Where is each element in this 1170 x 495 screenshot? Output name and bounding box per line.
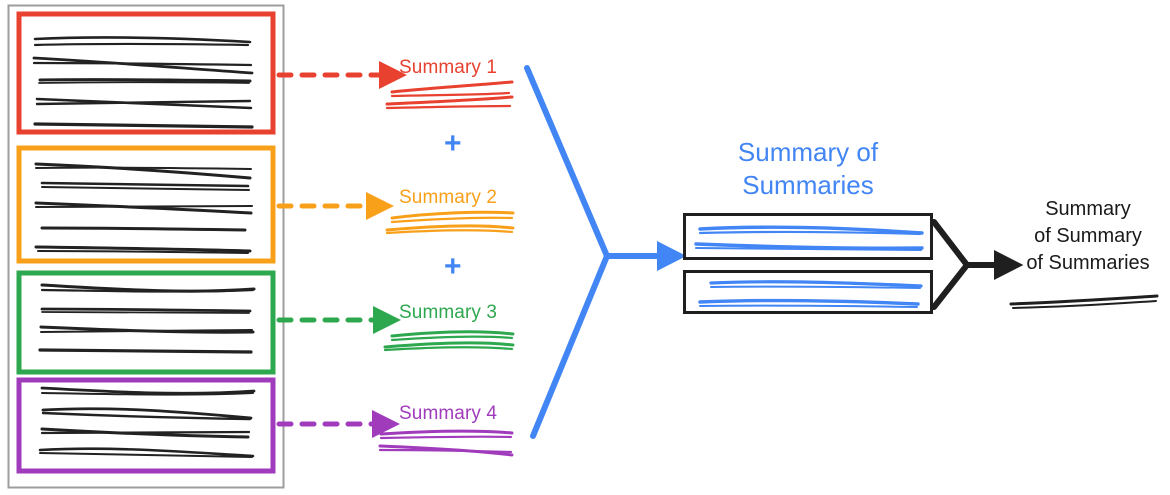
summary-3-label: Summary 3 [399, 302, 498, 323]
chunk-3-text-lines [38, 283, 256, 354]
summary-1-strokes [385, 80, 514, 110]
blue-merge-funnel[interactable] [524, 65, 687, 439]
final-title-line-2: of Summary [1034, 225, 1142, 247]
plus-operator-2: + [444, 250, 462, 283]
sos-box-1-strokes [694, 225, 924, 251]
summary-4-strokes [378, 429, 514, 457]
final-summary-title: Summary of Summary of Summaries [1012, 196, 1164, 277]
chunk-2-box[interactable] [16, 145, 276, 264]
chunk-1-text-lines [32, 36, 254, 129]
sos-box-1-group[interactable] [683, 213, 933, 260]
summary-of-summaries-title: Summary of Summaries [680, 136, 936, 202]
summary-2-strokes [385, 210, 515, 235]
chunk-4-group[interactable] [16, 377, 276, 474]
chunk-2-text-lines [34, 162, 253, 254]
chunk-3-box[interactable] [16, 270, 276, 375]
final-title-line-1: Summary [1045, 198, 1131, 220]
chunk-2-group[interactable] [16, 145, 276, 264]
sos-box-1[interactable] [683, 213, 933, 260]
summary-2-label: Summary 2 [399, 187, 498, 208]
chunk-1-group[interactable] [16, 11, 276, 135]
plus-operator-1: + [444, 127, 462, 160]
sos-box-2-group[interactable] [683, 270, 933, 314]
chunk-4-box[interactable] [16, 377, 276, 474]
sos-title-line-1: Summary of [737, 137, 879, 167]
chunk-4-text-lines [38, 386, 256, 458]
chunk-3-group[interactable] [16, 270, 276, 375]
final-summary-stroke [1009, 294, 1159, 309]
final-title-line-3: of Summaries [1026, 252, 1150, 274]
summary-4-label: Summary 4 [399, 403, 498, 424]
summary-1-label: Summary 1 [399, 57, 498, 78]
summary-3-strokes [383, 330, 515, 352]
sos-title-line-2: Summaries [742, 170, 874, 200]
sos-box-2-strokes [698, 280, 923, 308]
black-merge-arrow[interactable] [931, 219, 1024, 310]
chunk-1-box[interactable] [16, 11, 276, 135]
dashed-arrows [276, 61, 407, 438]
